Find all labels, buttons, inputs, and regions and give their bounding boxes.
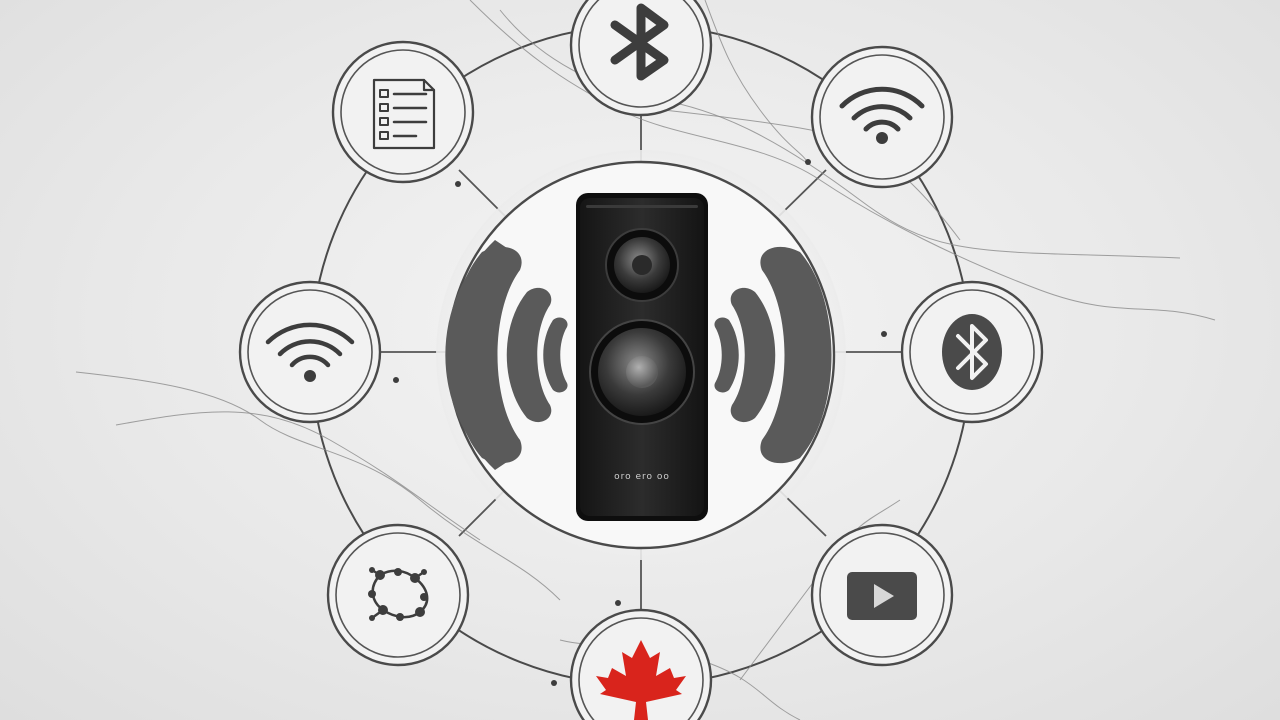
wifi-icon — [265, 322, 355, 382]
node-wifi-top-right[interactable] — [810, 45, 954, 189]
sound-waves-left — [445, 240, 568, 470]
node-maple-leaf-bottom[interactable] — [569, 608, 713, 720]
bluetooth-icon — [610, 3, 669, 81]
node-wifi-left[interactable] — [238, 280, 382, 424]
play-video-icon — [847, 572, 917, 620]
speaker-icon: oro ero oo — [576, 193, 708, 521]
sound-waves-right — [714, 246, 832, 464]
node-video-bottom-right[interactable] — [810, 523, 954, 667]
node-bluetooth-right[interactable] — [900, 280, 1044, 424]
node-checklist-top-left[interactable] — [331, 40, 475, 184]
node-bluetooth-top[interactable] — [569, 0, 713, 117]
checklist-icon — [372, 78, 436, 150]
speaker-hub: oro ero oo — [436, 150, 846, 560]
ring-dots — [393, 159, 887, 686]
wifi-icon — [839, 86, 925, 144]
maple-leaf-icon — [596, 640, 686, 720]
speaker-label: oro ero oo — [614, 472, 670, 482]
node-network-bottom-left[interactable] — [326, 523, 470, 667]
bluetooth-icon — [942, 314, 1002, 390]
node-network-icon — [368, 567, 429, 621]
